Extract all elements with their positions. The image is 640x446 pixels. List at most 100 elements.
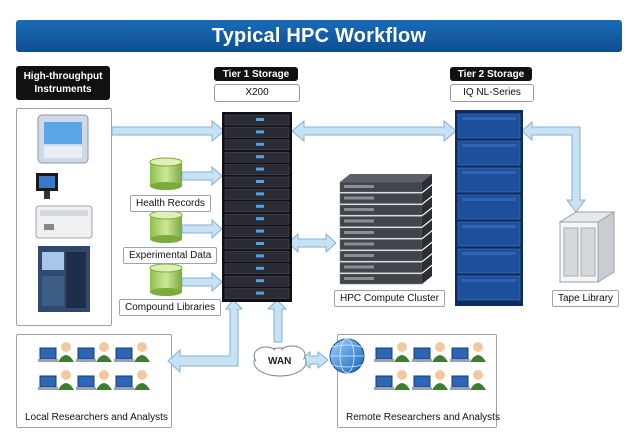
- node-vent: [344, 196, 374, 200]
- laptop-screen: [413, 347, 431, 360]
- arrow-experimental-to-tier1: [181, 218, 223, 240]
- person-head: [397, 370, 407, 380]
- laptop-screen: [375, 375, 393, 388]
- laptop-base: [374, 359, 394, 362]
- node-vent: [344, 254, 374, 257]
- person-body: [432, 355, 448, 362]
- compute-node-side: [422, 197, 432, 215]
- compute-node-side: [422, 185, 432, 204]
- page-title: Typical HPC Workflow: [211, 24, 427, 47]
- researcher-icon: [76, 342, 112, 362]
- data-source-label: Health Records: [130, 195, 211, 212]
- node-vent: [344, 231, 374, 234]
- unit-light: [256, 180, 264, 183]
- unit-light: [256, 229, 264, 233]
- node-vent: [344, 242, 374, 246]
- cluster-label: HPC Compute Cluster: [334, 290, 445, 307]
- person-body: [96, 383, 112, 390]
- unit-vent: [462, 171, 516, 174]
- tape-library-icon: [558, 211, 616, 283]
- person-head: [99, 370, 109, 380]
- unit-vent: [462, 225, 516, 228]
- unit-light: [256, 155, 264, 159]
- compute-node-side: [422, 220, 432, 238]
- compute-node-side: [422, 174, 432, 192]
- laptop-base: [374, 387, 394, 390]
- unit-vent: [462, 144, 516, 147]
- laptop-screen: [77, 347, 95, 360]
- health-records-icon: [149, 157, 183, 190]
- title-banner: Typical HPC Workflow: [16, 20, 622, 52]
- tier2-storage-rack: [455, 110, 523, 306]
- remote-researchers-label: Remote Researchers and Analysts: [346, 412, 500, 423]
- unit-light: [256, 142, 264, 146]
- researcher-icon: [38, 342, 74, 362]
- laptop-base: [76, 387, 96, 390]
- laptop-screen: [375, 347, 393, 360]
- compute-node-side: [422, 208, 432, 227]
- unit-vent: [462, 198, 516, 201]
- researcher-icon: [412, 342, 448, 362]
- researcher-icon: [114, 370, 150, 390]
- laptop-screen: [413, 375, 431, 388]
- arrow-tier1-to-local: [167, 299, 244, 374]
- person-body: [432, 383, 448, 390]
- compute-node-side: [422, 243, 432, 261]
- person-head: [397, 342, 407, 352]
- person-head: [435, 370, 445, 380]
- data-source-label: Experimental Data: [123, 247, 218, 264]
- person-body: [470, 383, 486, 390]
- unit-light: [256, 242, 264, 245]
- data-source-label: Compound Libraries: [119, 299, 222, 316]
- arrow-tier1-cluster: [287, 232, 337, 254]
- laptop-screen: [115, 347, 133, 360]
- experimental-data-icon: [149, 210, 183, 243]
- remote-researchers-icons: [374, 342, 486, 390]
- researcher-icon: [412, 370, 448, 390]
- person-body: [134, 383, 150, 390]
- tape-library-label: Tape Library: [552, 290, 620, 307]
- person-body: [394, 355, 410, 362]
- node-vent: [344, 208, 374, 211]
- arrow-instruments-to-tier1: [111, 119, 225, 143]
- unit-light: [256, 291, 264, 295]
- arrow-wan-remote: [299, 350, 329, 370]
- laptop-base: [450, 387, 470, 390]
- researcher-icon: [76, 370, 112, 390]
- unit-vent: [462, 252, 516, 255]
- unit-light: [256, 130, 264, 134]
- laptop-screen: [39, 347, 57, 360]
- person-head: [473, 342, 483, 352]
- wan-cloud: [253, 345, 307, 377]
- person-body: [134, 355, 150, 362]
- laptop-base: [76, 359, 96, 362]
- person-head: [99, 342, 109, 352]
- local-researchers-icons: [38, 342, 150, 390]
- unit-vent: [462, 117, 516, 120]
- unit-light: [256, 192, 264, 196]
- researcher-icon: [114, 342, 150, 362]
- laptop-base: [412, 387, 432, 390]
- instrument-sequencer: [37, 114, 89, 164]
- arrow-compound-to-tier1: [181, 271, 223, 293]
- tier2-model: IQ NL-Series: [450, 84, 534, 102]
- person-body: [394, 383, 410, 390]
- laptop-base: [114, 387, 134, 390]
- person-head: [473, 370, 483, 380]
- laptop-screen: [451, 375, 469, 388]
- hpc-cluster-rack: [339, 174, 432, 285]
- node-vent: [344, 185, 374, 188]
- unit-light: [256, 118, 264, 121]
- instrument-monitor: [36, 173, 58, 199]
- globe-icon: [329, 338, 365, 374]
- person-body: [470, 355, 486, 362]
- person-body: [58, 355, 74, 362]
- person-body: [96, 355, 112, 362]
- tier2-header: Tier 2 Storage: [450, 67, 532, 81]
- compound-libraries-icon: [149, 263, 183, 296]
- unit-light: [256, 279, 264, 283]
- researcher-icon: [374, 342, 410, 362]
- wan-label: WAN: [268, 356, 292, 367]
- person-head: [435, 342, 445, 352]
